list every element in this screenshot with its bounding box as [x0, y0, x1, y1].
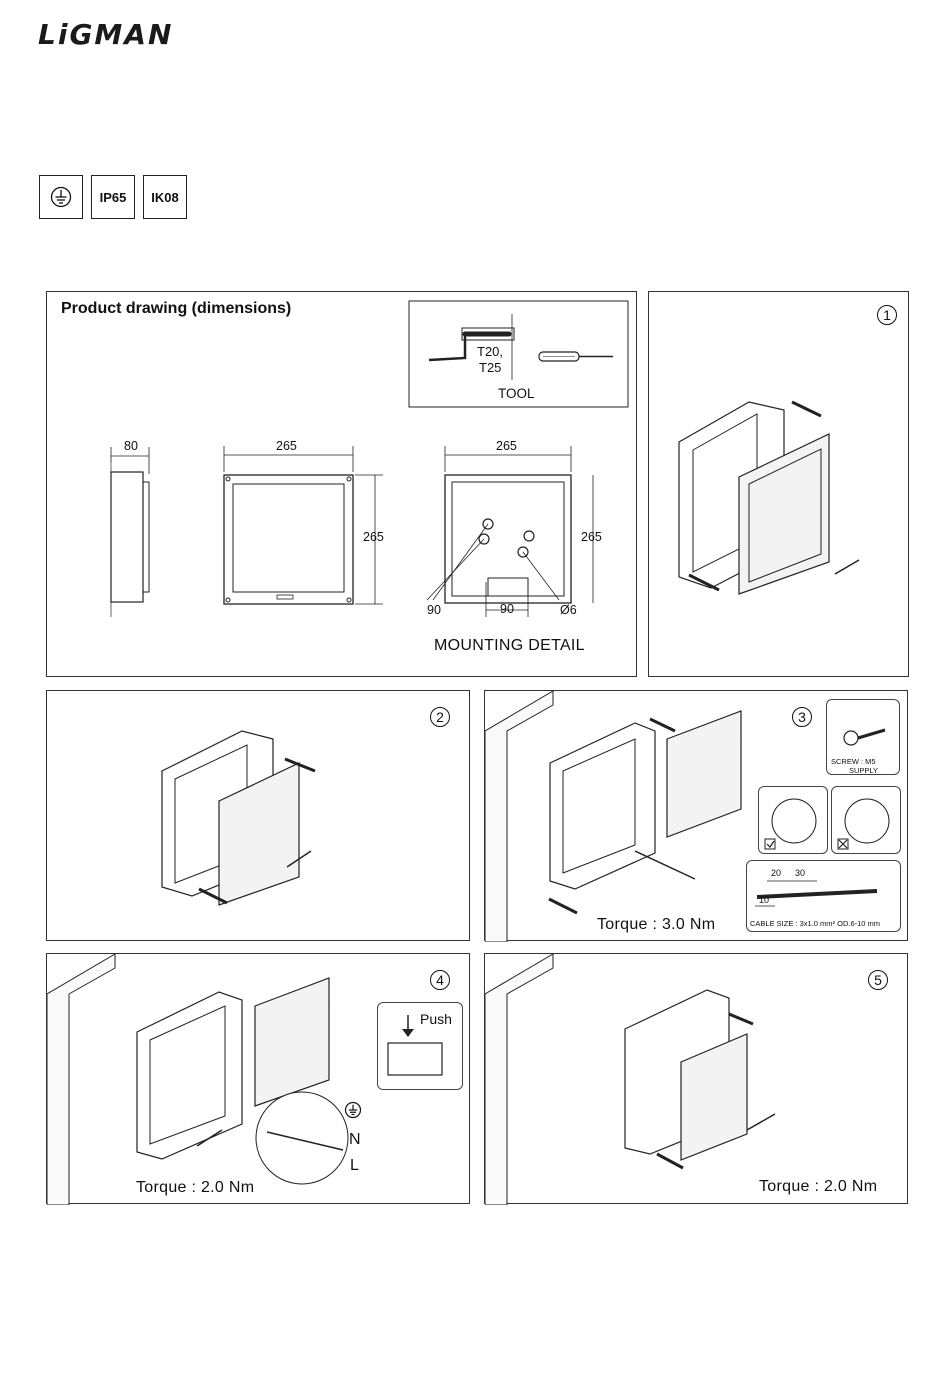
- step-3-panel: 3 SCREW : M5 SUPPLY 20 30 10 CABLE SIZ: [484, 690, 908, 941]
- step-1-panel: 1: [648, 291, 909, 677]
- brand-logo: LiGMAN: [38, 18, 173, 51]
- ip-rating-badge: IP65: [91, 175, 135, 219]
- correct-mount-box: [758, 786, 828, 854]
- strip-length-20: 20: [771, 868, 781, 878]
- incorrect-mount-icon: [832, 787, 902, 855]
- mounting-detail-label: MOUNTING DETAIL: [434, 637, 585, 655]
- tool-bits-2: T25: [479, 360, 501, 375]
- correct-mount-icon: [759, 787, 829, 855]
- back-view: [427, 446, 593, 617]
- step-5-panel: 5 Torque : 2.0 Nm: [484, 953, 908, 1204]
- front-height-dim: 265: [363, 530, 384, 544]
- tool-bits-1: T20,: [477, 344, 503, 359]
- step-4-panel: 4 Push N L Torque : 2.0 Nm: [46, 953, 470, 1204]
- cable-size: CABLE SIZE : 3x1.0 mm² OD.6-10 mm: [750, 919, 880, 928]
- step-2-illustration: [47, 691, 471, 942]
- step-3-number: 3: [792, 707, 812, 727]
- strip-length-30: 30: [795, 868, 805, 878]
- side-view: [111, 447, 149, 617]
- cable-strip-box: 20 30 10 CABLE SIZE : 3x1.0 mm² OD.6-10 …: [746, 860, 901, 932]
- earth-badge: [39, 175, 83, 219]
- product-drawing-panel: Product drawing (dimensions) T20, T25 TO…: [46, 291, 637, 677]
- ik-rating-badge: IK08: [143, 175, 187, 219]
- strip-length-10: 10: [759, 895, 769, 905]
- step-1-illustration: [649, 292, 910, 678]
- hole-dim: Ø6: [560, 603, 577, 617]
- step-4-number: 4: [430, 970, 450, 990]
- step-4-torque: Torque : 2.0 Nm: [136, 1179, 254, 1197]
- back-height-dim: 265: [581, 530, 602, 544]
- push-label: Push: [420, 1011, 452, 1027]
- push-terminal-box: Push: [377, 1002, 463, 1090]
- screw-supply-box: SCREW : M5 SUPPLY: [826, 699, 900, 775]
- incorrect-mount-box: [831, 786, 901, 854]
- neutral-label: N: [349, 1131, 361, 1149]
- side-depth-dim: 80: [124, 439, 138, 453]
- spacing-dim: 90: [500, 602, 514, 616]
- tool-label: TOOL: [498, 386, 535, 401]
- step-2-panel: 2: [46, 690, 470, 941]
- live-label: L: [350, 1157, 359, 1175]
- front-view: [224, 446, 383, 604]
- step-5-illustration: [485, 954, 909, 1205]
- dimension-drawing: [47, 292, 638, 678]
- drawing-title: Product drawing (dimensions): [61, 300, 291, 318]
- screw-supply: SUPPLY: [849, 766, 878, 775]
- step-3-torque: Torque : 3.0 Nm: [597, 916, 715, 934]
- step-5-torque: Torque : 2.0 Nm: [759, 1178, 877, 1196]
- screw-size: SCREW : M5: [831, 757, 876, 766]
- front-width-dim: 265: [276, 439, 297, 453]
- back-width-dim: 265: [496, 439, 517, 453]
- offset-dim: 90: [427, 603, 441, 617]
- step-1-number: 1: [877, 305, 897, 325]
- earth-icon: [49, 185, 73, 209]
- earth-icon: [344, 1101, 362, 1119]
- step-2-number: 2: [430, 707, 450, 727]
- step-5-number: 5: [868, 970, 888, 990]
